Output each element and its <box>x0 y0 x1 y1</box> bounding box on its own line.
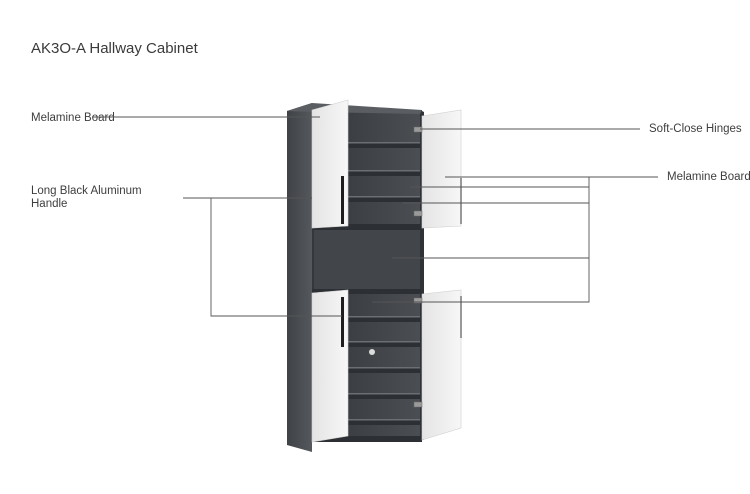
leader-handle-vertical <box>210 198 342 317</box>
label-handle-line2: Handle <box>31 198 68 210</box>
cabinet-base <box>312 436 422 442</box>
upper-handle <box>341 176 344 224</box>
upper-right-door-edge <box>460 178 462 224</box>
leader-lines <box>92 116 658 317</box>
lower-shelf-highlights <box>348 316 420 421</box>
lower-left-door <box>311 289 349 443</box>
upper-left-door <box>311 99 349 229</box>
middle-divider <box>312 289 422 294</box>
lower-right-door-edge <box>460 296 462 338</box>
upper-shelves <box>312 143 422 230</box>
cabinet-side-panel <box>287 103 312 452</box>
diagram-title: AK3O-A Hallway Cabinet <box>31 40 198 57</box>
lower-shelves <box>348 317 420 425</box>
leader-melamine-right-vertical <box>372 177 590 303</box>
upper-right-door <box>421 109 462 229</box>
label-aluminum-handle: Long Black Aluminum Handle <box>31 185 142 211</box>
lower-handle <box>341 297 344 347</box>
label-melamine-board-left: Melamine Board <box>31 112 115 124</box>
open-compartment <box>314 230 420 290</box>
label-soft-close-hinges: Soft-Close Hinges <box>649 123 742 135</box>
label-melamine-board-right: Melamine Board <box>667 171 750 183</box>
interior-light-icon <box>369 349 375 355</box>
upper-shelf-highlights <box>348 142 420 198</box>
hinge-icons <box>413 126 423 408</box>
label-handle-line1: Long Black Aluminum <box>31 185 142 197</box>
lower-right-door <box>421 289 462 441</box>
